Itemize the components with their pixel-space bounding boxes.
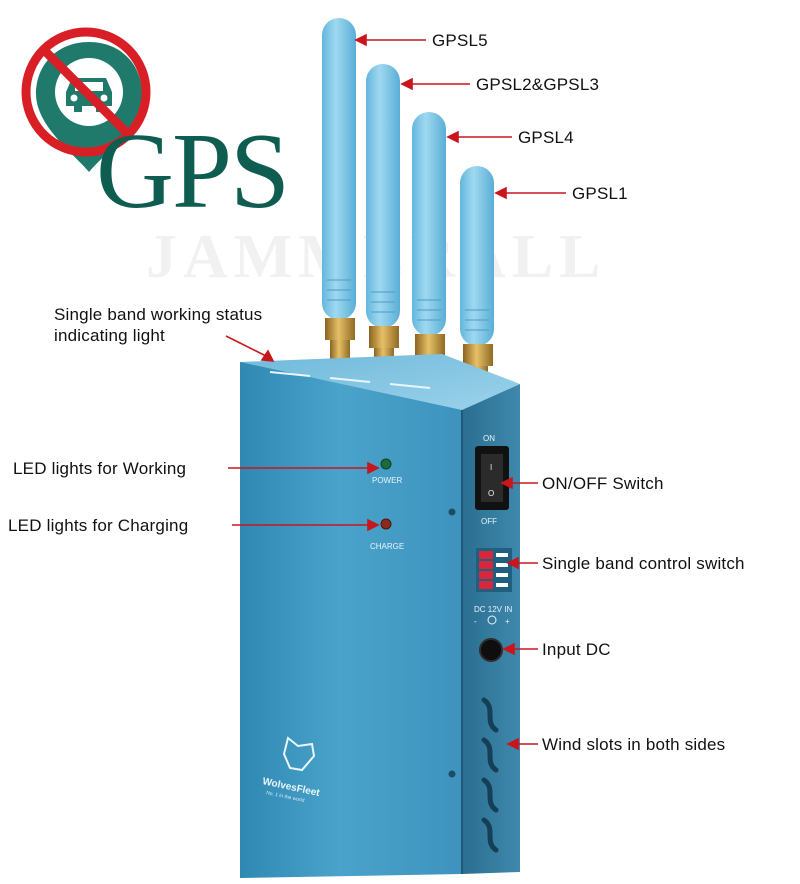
- charge-led: [380, 518, 392, 530]
- device-front-face: [240, 362, 462, 878]
- prohibition-circle: [21, 27, 151, 157]
- label-band-control: Single band control switch: [542, 554, 745, 573]
- gps-logo-text: GPS: [96, 112, 290, 231]
- dc-plus-glyph: +: [505, 617, 510, 626]
- callout-arrows: [225, 33, 566, 751]
- screw: [448, 508, 456, 516]
- device-top-face: [240, 354, 520, 410]
- label-gpsl4: GPSL4: [518, 128, 574, 147]
- switch-o-glyph: O: [488, 489, 494, 498]
- no-gps-car-icon: [21, 27, 151, 172]
- switch-i-glyph: I: [490, 463, 492, 472]
- antenna-gpsl4: [412, 112, 446, 378]
- label-input-dc: Input DC: [542, 640, 611, 659]
- label-onoff-switch: ON/OFF Switch: [542, 474, 664, 493]
- switch-off-label: OFF: [481, 517, 497, 526]
- label-gpsl1: GPSL1: [572, 184, 628, 203]
- power-label: POWER: [372, 476, 402, 485]
- antenna-gpsl5: [322, 18, 356, 362]
- switch-on-label: ON: [483, 434, 495, 443]
- label-wind-slots: Wind slots in both sides: [542, 735, 726, 754]
- label-led-working: LED lights for Working: [13, 459, 187, 478]
- band-control-switch[interactable]: [476, 548, 512, 592]
- antenna-gpsl2-gpsl3: [366, 64, 400, 370]
- screw: [448, 770, 456, 778]
- power-led: [380, 458, 392, 470]
- dc-minus-glyph: -: [474, 617, 477, 626]
- dc-input-jack[interactable]: [479, 638, 503, 662]
- charge-label: CHARGE: [370, 542, 404, 551]
- prohibition-slash: [40, 46, 132, 138]
- wind-slots: [481, 697, 499, 853]
- dc-input-label: DC 12V IN: [474, 605, 512, 614]
- label-led-charging: LED lights for Charging: [8, 516, 189, 535]
- label-gpsl2-gpsl3: GPSL2&GPSL3: [476, 75, 600, 94]
- label-gpsl5: GPSL5: [432, 31, 488, 50]
- wolf-head-icon: [282, 736, 316, 772]
- label-status-light: Single band working status indicating li…: [54, 305, 263, 345]
- antenna-gpsl1: [460, 166, 494, 388]
